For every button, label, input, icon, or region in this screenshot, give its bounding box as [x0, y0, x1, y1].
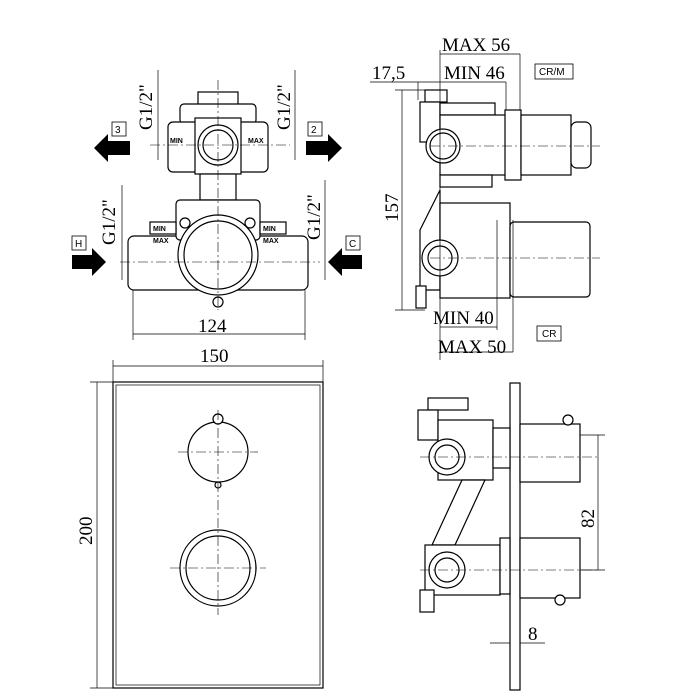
dim-150: 150 — [200, 346, 229, 367]
cold-inlet-arrow-icon: C — [328, 235, 362, 276]
max-mark: MAX — [263, 238, 279, 245]
cr-tag: CR — [542, 329, 556, 340]
thread-label: G1/2" — [99, 199, 120, 245]
side-view-installed: 82 8 — [417, 382, 605, 691]
hot-inlet-arrow-icon: H — [71, 235, 106, 276]
min-mark: MIN — [170, 138, 183, 145]
rear-view: MIN MAX MIN MAX MIN MAX G1/2" G1/2" G1/2… — [71, 70, 362, 340]
cold-tag: C — [349, 239, 356, 250]
hot-tag: H — [75, 239, 82, 250]
dim-82: 82 — [578, 509, 599, 528]
side-view-top: MAX 56 17,5 MIN 46 157 MIN 40 MAX 50 CR/… — [370, 35, 600, 360]
thread-label: G1/2" — [274, 84, 295, 130]
outlet-2-arrow-icon: 2 — [306, 121, 342, 162]
outlet-3-arrow-icon: 3 — [94, 121, 130, 162]
dim-max-56: MAX 56 — [442, 35, 510, 56]
dim-17-5: 17,5 — [372, 63, 405, 84]
thread-label: G1/2" — [304, 194, 325, 240]
dim-157: 157 — [382, 194, 403, 223]
thread-label: G1/2" — [136, 84, 157, 130]
dim-124: 124 — [198, 316, 227, 337]
dim-200: 200 — [76, 517, 97, 546]
front-plate-view: 150 200 — [76, 346, 324, 689]
crm-tag: CR/M — [539, 67, 565, 78]
dim-min-40: MIN 40 — [433, 308, 494, 329]
outlet-3-tag: 3 — [115, 125, 121, 136]
dim-max-50: MAX 50 — [438, 337, 506, 358]
max-mark: MAX — [153, 238, 169, 245]
max-mark: MAX — [248, 138, 264, 145]
dim-8: 8 — [528, 624, 538, 645]
min-mark: MIN — [153, 226, 166, 233]
dim-min-46: MIN 46 — [444, 63, 505, 84]
outlet-2-tag: 2 — [311, 125, 317, 136]
min-mark: MIN — [263, 226, 276, 233]
